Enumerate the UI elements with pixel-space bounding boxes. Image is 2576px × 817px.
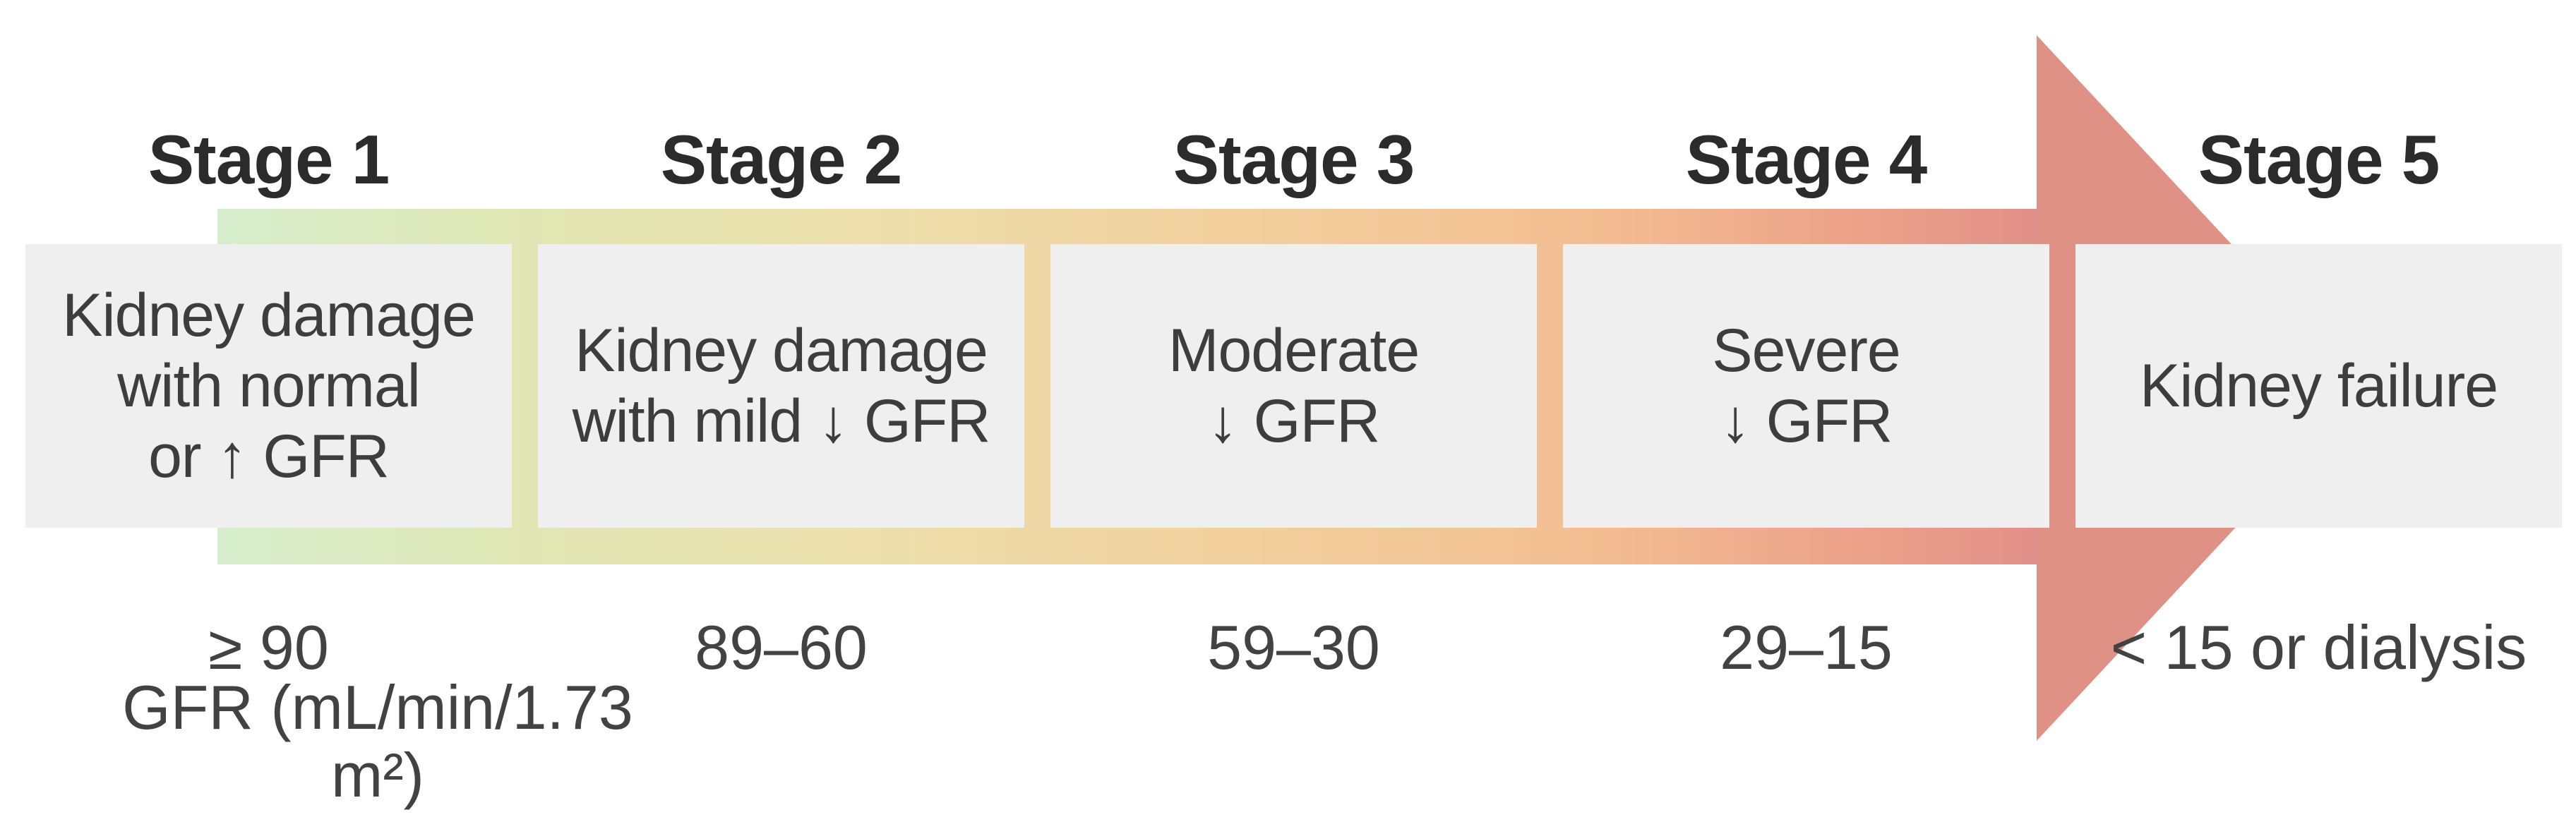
- stage-5-header: Stage 5: [2198, 121, 2440, 198]
- gfr-axis-label: GFR (mL/min/1.73 m²): [122, 672, 633, 810]
- stage-5-description: Kidney failure: [2139, 352, 2498, 420]
- stage-3-box: Moderate ↓ GFR: [1050, 244, 1537, 528]
- stage-1-box: Kidney damage with normal or ↑ GFR: [25, 244, 512, 528]
- stage-4-box: Severe ↓ GFR: [1563, 244, 2049, 528]
- stage-4-gfr-value: 29–15: [1720, 612, 1893, 682]
- stage-3-gfr-value: 59–30: [1207, 612, 1380, 682]
- stage-5-gfr-value: < 15 or dialysis: [2110, 612, 2527, 682]
- stage-3-description: Moderate ↓ GFR: [1168, 317, 1420, 455]
- stage-1-gfr-value: ≥ 90: [208, 612, 329, 682]
- stage-2-gfr-value: 89–60: [695, 612, 868, 682]
- stage-2-box: Kidney damage with mild ↓ GFR: [538, 244, 1024, 528]
- stage-2-header: Stage 2: [660, 121, 903, 198]
- stage-2-description: Kidney damage with mild ↓ GFR: [572, 317, 991, 455]
- stage-3-header: Stage 3: [1173, 121, 1415, 198]
- stage-4-description: Severe ↓ GFR: [1712, 317, 1900, 455]
- stage-5-box: Kidney failure: [2075, 244, 2562, 528]
- stage-1-description: Kidney damage with normal or ↑ GFR: [62, 282, 476, 490]
- stage-4-header: Stage 4: [1685, 121, 1928, 198]
- stage-1-header: Stage 1: [148, 121, 390, 198]
